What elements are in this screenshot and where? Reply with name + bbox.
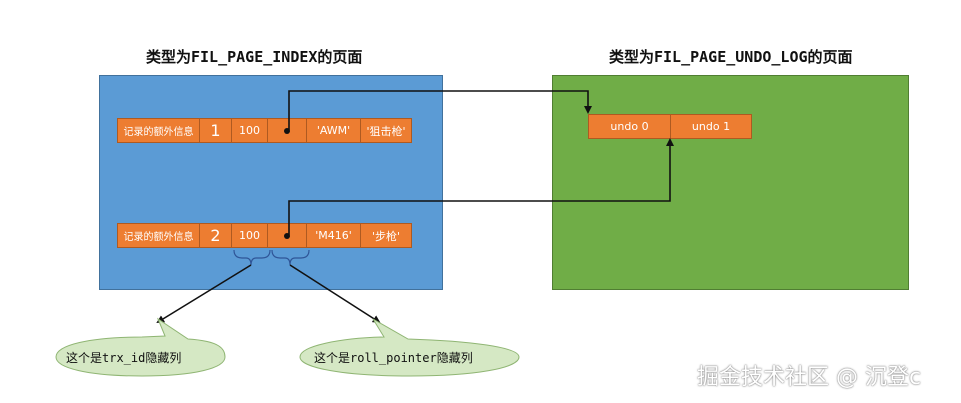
pointer-dot [284,232,290,239]
record-row-2: 记录的额外信息 2 100 'M416' '步枪' [117,223,412,248]
record-name-cell: 'AWM' [306,118,361,143]
roll-pointer-bubble [299,318,520,377]
record-type-cell: '狙击枪' [360,118,412,143]
roll-pointer-brace [271,249,310,266]
roll-pointer-cell [267,118,307,143]
record-extra-info: 记录的额外信息 [117,223,200,248]
pointer-line-record2-to-undo1 [288,138,674,235]
undo-page-title: 类型为FIL_PAGE_UNDO_LOG的页面 [609,48,853,66]
record-id-cell: 100 [231,118,268,143]
undo-1-cell: undo 1 [670,114,752,139]
trx-id-cell: 100 [231,223,268,248]
trx-id-bubble [55,317,226,377]
roll-pointer-callout-label: 这个是roll_pointer隐藏列 [314,351,473,365]
trx-id-callout-label: 这个是trx_id隐藏列 [66,351,182,365]
roll-pointer-arrow [289,264,381,324]
trx-id-brace [233,249,271,266]
index-page-box [99,75,443,290]
pointer-dot [284,127,290,134]
index-page-title: 类型为FIL_PAGE_INDEX的页面 [146,48,363,66]
undo-log-row: undo 0 undo 1 [588,114,752,139]
pointer-line-record1-to-undo0 [288,90,592,130]
trx-id-arrow [156,264,252,324]
record-row-1: 记录的额外信息 1 100 'AWM' '狙击枪' [117,118,412,143]
record-type-cell: '步枪' [360,223,412,248]
undo-0-cell: undo 0 [588,114,671,139]
undo-log-page-box [552,75,909,290]
record-extra-info: 记录的额外信息 [117,118,200,143]
watermark: 掘金技术社区 @ 沉登c [697,365,922,390]
roll-pointer-cell [267,223,307,248]
